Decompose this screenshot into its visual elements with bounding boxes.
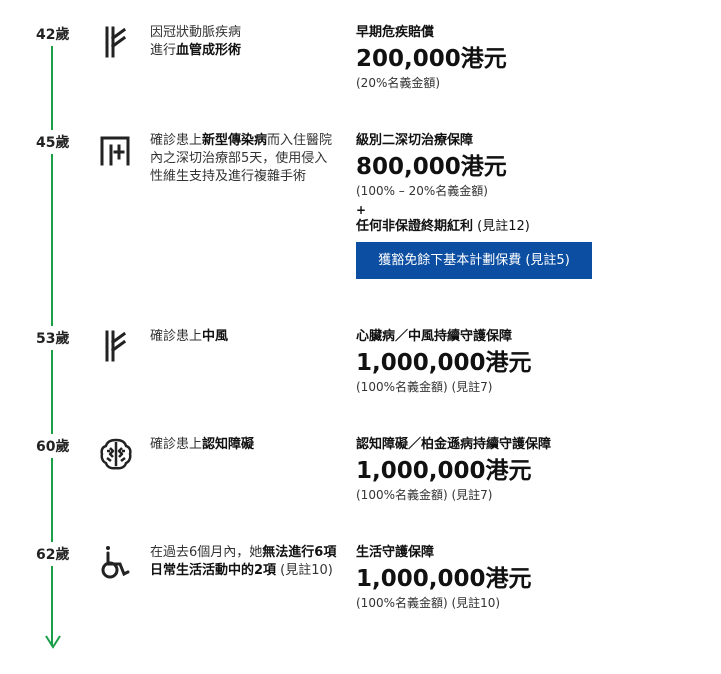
condition-text: 確診患上新型傳染病而入住醫院內之深切治療部5天，使用侵入性維生支持及進行複雜手術 <box>150 133 333 184</box>
age-label: 60歲 <box>36 436 70 458</box>
artery-icon <box>98 24 134 60</box>
benefit-amount: 1,000,000港元 <box>356 350 532 376</box>
benefit-title: 認知障礙／柏金遜病持續守護保障 <box>356 437 552 452</box>
timeline-line <box>51 566 53 646</box>
timeline-arrow-icon <box>45 635 61 649</box>
benefit-title: 心臟病／中風持續守護保障 <box>356 329 513 344</box>
benefit-note: (100%名義金額) (見註7) <box>356 380 493 394</box>
benefit-block: 早期危疾賠償 200,000港元 (20%名義金額) <box>356 24 696 92</box>
bonus-text: 任何非保證終期紅利 (見註12) <box>356 219 530 234</box>
benefit-title: 生活守護保障 <box>356 545 435 560</box>
condition-text: 因冠狀動脈疾病 進行血管成形術 <box>150 25 242 58</box>
condition-text: 在過去6個月內，她無法進行6項日常生活活動中的2項 (見註10) <box>150 545 337 578</box>
age-label: 42歲 <box>36 24 70 46</box>
age-label: 45歲 <box>36 132 70 154</box>
benefit-amount: 200,000港元 <box>356 46 507 72</box>
brain-icon <box>98 436 134 472</box>
age-label: 62歲 <box>36 544 70 566</box>
benefit-title: 級別二深切治療保障 <box>356 133 474 148</box>
timeline-line <box>51 350 53 434</box>
benefit-block: 級別二深切治療保障 800,000港元 (100% – 20%名義金額) + 任… <box>356 132 696 279</box>
condition-text: 確診患上認知障礙 <box>150 437 255 452</box>
benefit-title: 早期危疾賠償 <box>356 25 435 40</box>
age-label: 53歲 <box>36 328 70 350</box>
benefit-note: (100%名義金額) (見註10) <box>356 596 501 610</box>
premium-waiver-banner: 獲豁免餘下基本計劃保費 (見註5) <box>356 242 592 279</box>
condition-text: 確診患上中風 <box>150 329 229 344</box>
benefit-block: 生活守護保障 1,000,000港元 (100%名義金額) (見註10) <box>356 544 696 612</box>
hospital-icon <box>98 132 134 168</box>
plus-sign: + <box>356 203 367 217</box>
benefit-block: 心臟病／中風持續守護保障 1,000,000港元 (100%名義金額) (見註7… <box>356 328 696 396</box>
benefit-note: (100% – 20%名義金額) <box>356 184 488 198</box>
timeline-line <box>51 46 53 130</box>
benefit-note: (20%名義金額) <box>356 76 441 90</box>
benefit-note: (100%名義金額) (見註7) <box>356 488 493 502</box>
timeline-line <box>51 458 53 542</box>
wheelchair-icon <box>98 544 134 580</box>
benefit-amount: 800,000港元 <box>356 154 507 180</box>
stroke-icon <box>98 328 134 364</box>
timeline-line <box>51 154 53 326</box>
benefit-amount: 1,000,000港元 <box>356 566 532 592</box>
benefit-block: 認知障礙／柏金遜病持續守護保障 1,000,000港元 (100%名義金額) (… <box>356 436 696 504</box>
benefit-amount: 1,000,000港元 <box>356 458 532 484</box>
